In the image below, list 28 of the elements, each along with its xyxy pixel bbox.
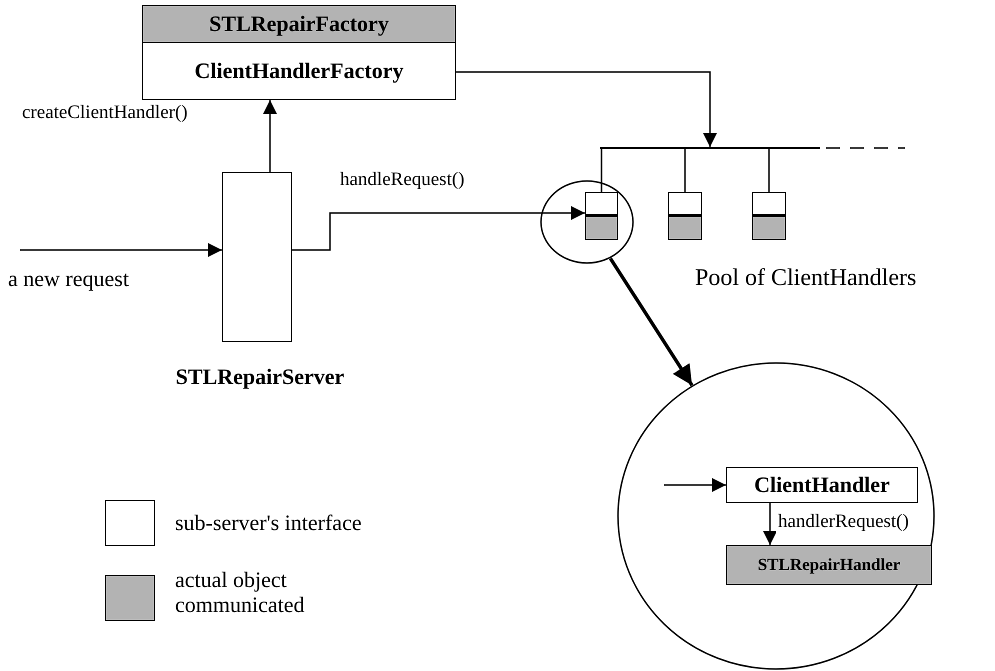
connector-line (600, 149, 602, 192)
connector-line (684, 149, 686, 192)
class-box: STLRepairHandler (726, 545, 932, 585)
arrow (456, 71, 717, 147)
edge-label: createClientHandler() (20, 103, 190, 124)
class-box: STLRepairFactory (142, 5, 456, 43)
handler-box (752, 192, 786, 240)
arrow (292, 206, 585, 251)
arrow (763, 503, 777, 545)
interface-box: ClientHandler (726, 467, 918, 503)
request-label: a new request (8, 250, 193, 292)
highlight-circle (540, 180, 634, 264)
arrow (608, 257, 694, 386)
handler-box (668, 192, 702, 240)
arrow (664, 478, 726, 492)
legend-label: sub-server's interface (175, 510, 363, 536)
connector-line (768, 149, 770, 192)
arrow (20, 243, 222, 257)
server-box (222, 172, 292, 342)
server-label: STLRepairServer (174, 364, 346, 390)
legend-label: actual object communicated (175, 567, 306, 618)
arrow (263, 100, 277, 172)
interface-box: ClientHandlerFactory (142, 42, 456, 100)
bus-line (600, 147, 820, 149)
pool-label: Pool of ClientHandlers (695, 265, 916, 293)
edge-label: handlerRequest() (776, 512, 911, 533)
edge-label: handleRequest() (338, 170, 467, 191)
handler-box (585, 192, 618, 240)
